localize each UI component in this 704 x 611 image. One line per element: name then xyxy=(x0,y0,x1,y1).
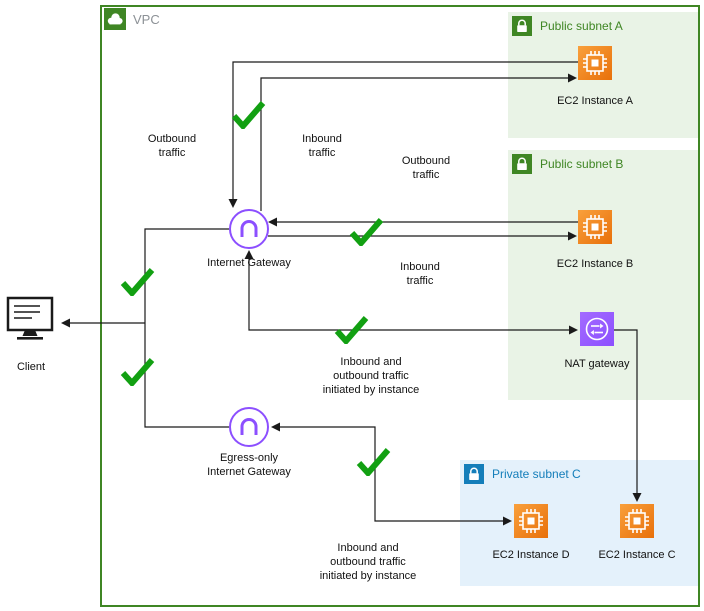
flow-line-egress-to-instance-d xyxy=(280,426,503,522)
internet-gateway-icon xyxy=(229,209,269,249)
subnet-title: Public subnet A xyxy=(540,19,623,33)
flow-line-nat-igw xyxy=(248,259,569,331)
flow-line-inbound-a xyxy=(260,77,568,211)
arrow-into-ec2-c xyxy=(632,493,642,502)
subnet-private-c: Private subnet C xyxy=(460,460,698,586)
subnet-title: Public subnet B xyxy=(540,157,624,171)
flow-label-outbound-b: Outbound traffic xyxy=(401,155,451,181)
client-label: Client xyxy=(16,361,46,373)
ec2-instance-d-icon xyxy=(514,504,548,538)
subnet-public-b-header: Public subnet B xyxy=(508,150,698,178)
ec2-instance-c-label: EC2 Instance C xyxy=(598,549,676,561)
arrow-into-ec2-d xyxy=(503,516,512,526)
subnet-public-b: Public subnet B xyxy=(508,150,698,400)
ec2-instance-a-icon xyxy=(578,46,612,80)
flow-label-inbound-b: Inbound traffic xyxy=(400,261,440,287)
flow-label-outbound-a: Outbound traffic xyxy=(147,133,197,159)
client-icon xyxy=(6,296,54,340)
flow-label-egress-traffic: Inbound and outbound traffic initiated b… xyxy=(319,542,417,582)
flow-label-inbound-a: Inbound traffic xyxy=(302,133,342,159)
nat-gateway-label: NAT gateway xyxy=(564,358,630,370)
egress-only-internet-gateway-label: Egress-only Internet Gateway xyxy=(207,452,291,478)
vpc-label: VPC xyxy=(133,11,160,27)
arrow-into-nat xyxy=(569,325,578,335)
arrow-into-egress-gateway xyxy=(271,422,280,432)
checkmark-icon-egress-flow xyxy=(356,448,391,476)
flow-line-client-trunk xyxy=(144,228,229,428)
vpc-header: VPC xyxy=(104,8,160,30)
arrow-into-igw-bottom xyxy=(244,250,254,259)
gateway-arch-glyph xyxy=(240,220,258,237)
subnet-private-c-header: Private subnet C xyxy=(460,460,698,488)
ec2-instance-d-label: EC2 Instance D xyxy=(492,549,570,561)
arrow-into-igw-right xyxy=(268,217,277,227)
public-subnet-lock-icon xyxy=(512,16,532,36)
checkmark-icon-egress-client xyxy=(120,358,155,386)
flow-line-nat-to-instance-c xyxy=(614,329,638,493)
egress-only-internet-gateway-icon xyxy=(229,407,269,447)
ec2-instance-b-label: EC2 Instance B xyxy=(556,258,634,270)
vpc-boundary xyxy=(100,5,700,607)
gateway-arch-glyph xyxy=(240,418,258,435)
checkmark-icon-instance-b xyxy=(349,218,384,246)
flow-line-outbound-a xyxy=(232,61,578,200)
arrow-into-ec2-a xyxy=(568,73,577,83)
vpc-cloud-icon xyxy=(104,8,126,30)
ec2-instance-c-icon xyxy=(620,504,654,538)
checkmark-icon-igw-client xyxy=(120,268,155,296)
arrow-into-ec2-b xyxy=(568,231,577,241)
private-subnet-lock-icon xyxy=(464,464,484,484)
ec2-instance-b-icon xyxy=(578,210,612,244)
subnet-title: Private subnet C xyxy=(492,467,581,481)
checkmark-icon-outbound-a xyxy=(231,101,266,129)
public-subnet-lock-icon xyxy=(512,154,532,174)
ec2-instance-a-label: EC2 Instance A xyxy=(557,95,633,107)
internet-gateway-label: Internet Gateway xyxy=(207,257,291,269)
flow-label-nat-traffic: Inbound and outbound traffic initiated b… xyxy=(322,356,420,396)
subnet-public-a-header: Public subnet A xyxy=(508,12,698,40)
checkmark-icon-nat-flow xyxy=(334,316,369,344)
arrowheads xyxy=(61,73,642,526)
nat-gateway-icon xyxy=(580,312,614,346)
arrow-into-client xyxy=(61,318,70,328)
arrow-into-igw-top xyxy=(228,199,238,208)
